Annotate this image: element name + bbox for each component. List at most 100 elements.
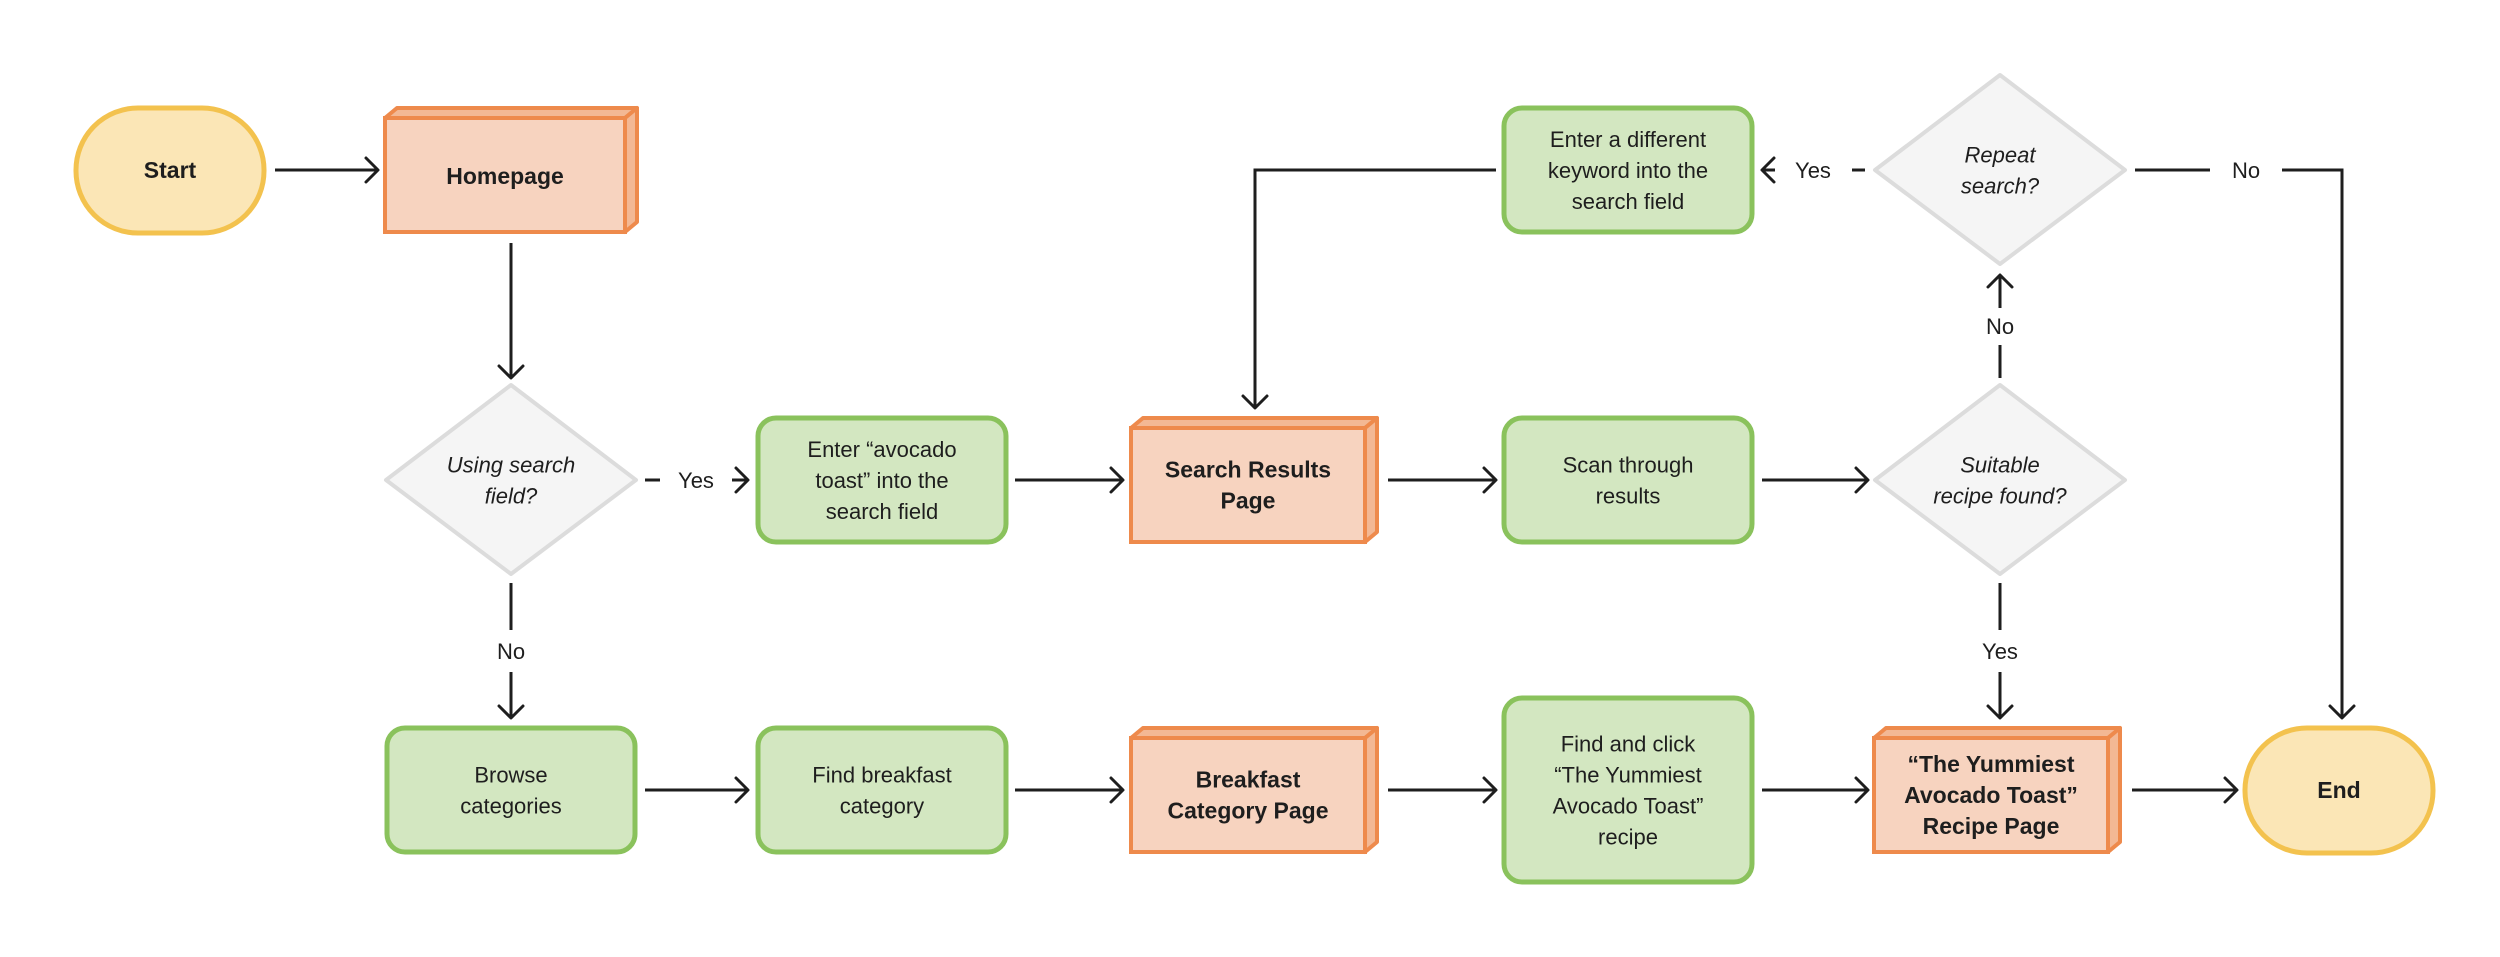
label-line: Avocado Toast” bbox=[1904, 782, 2078, 808]
label-line: Breakfast bbox=[1196, 767, 1301, 793]
edge-labels: Yes No No Yes Yes No bbox=[497, 158, 2260, 664]
edge-breakfast-page-find-click bbox=[1388, 776, 1498, 804]
label-line: search field bbox=[826, 499, 939, 524]
label-line: search? bbox=[1961, 174, 2040, 199]
decision-shape bbox=[1873, 73, 2127, 266]
label-line: categories bbox=[460, 794, 562, 819]
node-start-label: Start bbox=[144, 157, 197, 183]
edge-suitable-no bbox=[1986, 273, 2014, 378]
label-line: Page bbox=[1221, 488, 1276, 514]
page-box-front bbox=[1872, 736, 2110, 854]
label-line: “The Yummiest bbox=[1554, 763, 1702, 788]
label-line: Scan through bbox=[1563, 453, 1694, 478]
label-line: End bbox=[2317, 777, 2360, 803]
node-enter-avocado-label: Enter “avocado toast” into the search fiel… bbox=[807, 437, 956, 524]
node-using-search: Using search field? bbox=[384, 383, 638, 576]
process-shape bbox=[755, 415, 1009, 545]
label-line: Avocado Toast” bbox=[1553, 794, 1704, 819]
node-enter-different: Enter a different keyword into the search … bbox=[1501, 105, 1755, 235]
page-box-front bbox=[1129, 736, 1367, 854]
label-line: Repeat bbox=[1965, 143, 2037, 168]
label-line: Find breakfast bbox=[812, 763, 951, 788]
edge-label-repeat-no: No bbox=[2232, 158, 2260, 183]
label-line: Suitable bbox=[1960, 453, 2040, 478]
edge-find-click-recipe-page bbox=[1762, 776, 1870, 804]
edge-browse-find-breakfast bbox=[645, 776, 750, 804]
node-repeat-label: Repeat search? bbox=[1961, 143, 2040, 199]
node-suitable-label: Suitable recipe found? bbox=[1933, 453, 2067, 509]
node-browse: Browse categories bbox=[384, 725, 638, 855]
label-line: Browse bbox=[474, 763, 547, 788]
edge-enter-avocado-search-results bbox=[1015, 466, 1125, 494]
edge-repeat-no bbox=[2135, 168, 2356, 720]
node-enter-avocado: Enter “avocado toast” into the search fiel… bbox=[755, 415, 1009, 545]
edge-suitable-yes bbox=[1986, 583, 2014, 720]
node-browse-label: Browse categories bbox=[460, 763, 562, 819]
page-box-front bbox=[383, 116, 627, 234]
edge-enter-different-search-results bbox=[1241, 168, 1496, 410]
node-end-label: End bbox=[2317, 777, 2360, 803]
label-line: “The Yummiest bbox=[1907, 751, 2074, 777]
label-line: Search Results bbox=[1165, 457, 1331, 483]
process-shape bbox=[1501, 695, 1755, 885]
edge-recipe-page-end bbox=[2132, 776, 2239, 804]
terminal-shape bbox=[73, 105, 267, 236]
node-find-breakfast-label: Find breakfast category bbox=[812, 763, 951, 819]
edge-label-repeat-yes: Yes bbox=[1795, 158, 1831, 183]
label-line: Category Page bbox=[1167, 798, 1328, 824]
edge-label-search-yes: Yes bbox=[678, 468, 714, 493]
label-line: Find and click bbox=[1561, 732, 1697, 757]
edge-search-no bbox=[497, 583, 525, 720]
edge-homepage-using-search bbox=[497, 243, 525, 380]
edge-start-homepage bbox=[275, 156, 380, 184]
label-line: recipe bbox=[1598, 825, 1658, 850]
edge-label-search-no: No bbox=[497, 639, 525, 664]
label-line: field? bbox=[485, 484, 538, 509]
node-repeat: Repeat search? bbox=[1873, 73, 2127, 266]
node-start: Start bbox=[73, 105, 267, 236]
label-line: Homepage bbox=[446, 163, 564, 189]
label-line: Using search bbox=[447, 453, 575, 478]
process-shape bbox=[1501, 105, 1755, 235]
label-line: Enter a different bbox=[1550, 127, 1706, 152]
node-enter-different-label: Enter a different keyword into the search … bbox=[1548, 127, 1708, 214]
terminal-shape bbox=[2242, 725, 2436, 856]
node-homepage: Homepage bbox=[383, 106, 639, 234]
edge-search-results-scan bbox=[1388, 466, 1498, 494]
label-line: Start bbox=[144, 157, 197, 183]
decision-shape bbox=[1873, 383, 2127, 576]
node-homepage-label: Homepage bbox=[446, 163, 564, 189]
edge-scan-suitable bbox=[1762, 466, 1870, 494]
node-using-search-label: Using search field? bbox=[447, 453, 575, 509]
label-line: search field bbox=[1572, 189, 1685, 214]
label-line: Recipe Page bbox=[1923, 813, 2060, 839]
decision-shape bbox=[384, 383, 638, 576]
process-shape bbox=[755, 725, 1009, 855]
label-line: recipe found? bbox=[1933, 484, 2067, 509]
label-line: category bbox=[840, 794, 924, 819]
page-box-front bbox=[1129, 426, 1367, 544]
label-line: toast” into the bbox=[815, 468, 948, 493]
label-line: Enter “avocado bbox=[807, 437, 956, 462]
edge-label-suitable-yes: Yes bbox=[1982, 639, 2018, 664]
edge-label-suitable-no: No bbox=[1986, 314, 2014, 339]
node-suitable: Suitable recipe found? bbox=[1873, 383, 2127, 576]
edge-find-breakfast-breakfast-page bbox=[1015, 776, 1125, 804]
connectors bbox=[275, 156, 2356, 804]
edge-repeat-yes bbox=[1760, 156, 1865, 184]
process-shape bbox=[384, 725, 638, 855]
node-end: End bbox=[2242, 725, 2436, 856]
label-line: keyword into the bbox=[1548, 158, 1708, 183]
edge-search-yes bbox=[645, 466, 750, 494]
